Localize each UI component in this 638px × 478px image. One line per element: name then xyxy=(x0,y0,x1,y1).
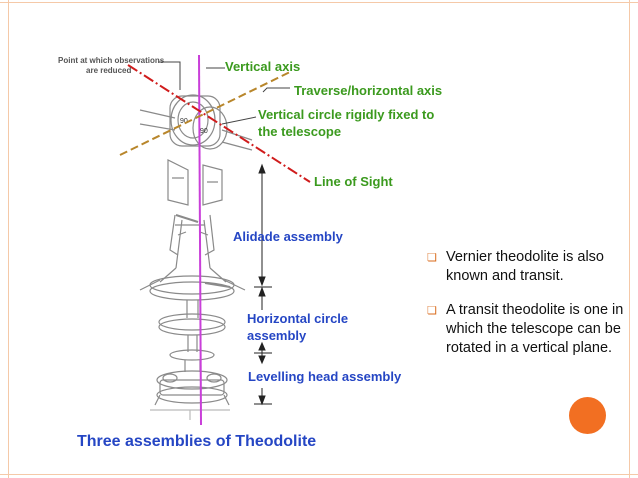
diagram-caption: Three assemblies of Theodolite xyxy=(77,433,317,450)
horizontal-circle-label-line2: assembly xyxy=(247,328,307,343)
point-label-line2: are reduced xyxy=(86,66,132,75)
frame-bottom-line xyxy=(0,474,638,475)
traverse-axis-label: Traverse/horizontal axis xyxy=(294,83,443,98)
instrument-drawing xyxy=(139,94,253,420)
circle-marks: 90 90 xyxy=(180,118,208,135)
bullet-marker-icon: ❏ xyxy=(427,305,437,317)
vertical-axis-label: Vertical axis xyxy=(225,59,301,74)
dimension-markers xyxy=(254,163,272,406)
frame-top-line xyxy=(0,2,638,3)
bullet-item: ❏ Vernier theodolite is also known and t… xyxy=(427,248,627,286)
line-of-sight-label: Line of Sight xyxy=(314,174,393,189)
vertical-circle-label-line1: Vertical circle rigidly fixed to xyxy=(258,107,435,122)
frame-right-line xyxy=(629,0,630,478)
levelling-head-label: Levelling head assembly xyxy=(248,369,402,384)
bullet-text: Vernier theodolite is also known and tra… xyxy=(446,249,604,284)
traverse-axis-line xyxy=(119,71,291,156)
vertical-circle-label: Vertical circle rigidly fixed to the tel… xyxy=(258,106,434,140)
bullet-list: ❏ Vernier theodolite is also known and t… xyxy=(427,248,627,373)
circle-mark-right: 90 xyxy=(200,128,208,135)
horizontal-circle-label: Horizontal circle assembly xyxy=(247,310,348,344)
point-label-line1: Point at which observations xyxy=(58,56,165,65)
bullet-item: ❏ A transit theodolite is one in which t… xyxy=(427,301,627,358)
orange-circle-decoration xyxy=(569,397,606,434)
alidade-label: Alidade assembly xyxy=(233,229,343,244)
bullet-marker-icon: ❏ xyxy=(427,252,437,264)
line-of-sight-line xyxy=(127,64,311,183)
point-label: Point at which observations are reduced xyxy=(58,56,164,76)
frame-left-line xyxy=(8,0,9,478)
circle-mark-left: 90 xyxy=(180,118,188,125)
bullet-text: A transit theodolite is one in which the… xyxy=(446,302,624,356)
leader-lines xyxy=(158,61,290,125)
horizontal-circle-label-line1: Horizontal circle xyxy=(247,311,349,326)
vertical-circle-label-line2: the telescope xyxy=(258,124,342,139)
